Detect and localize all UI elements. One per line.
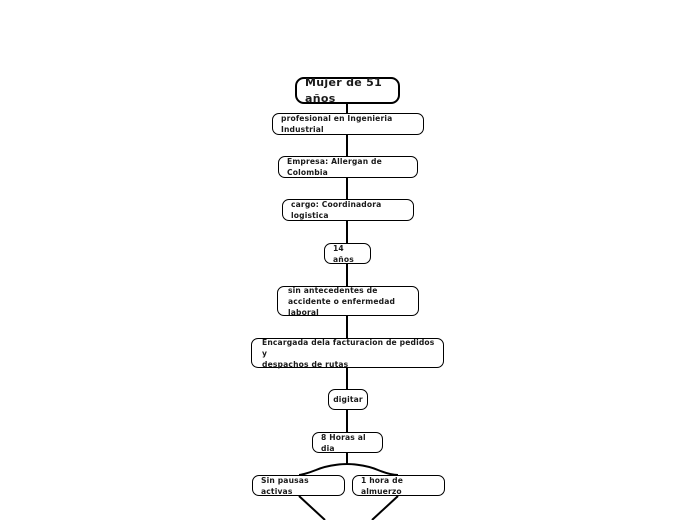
node-horas[interactable]: 8 Horas al dia (312, 432, 383, 453)
node-antecedentes[interactable]: sin antecedentes de accidente o enfermed… (277, 286, 419, 317)
connector-almuerzo-to-below-right (371, 495, 399, 520)
node-encargada[interactable]: Encargada dela facturacion de pedidos y … (251, 338, 444, 369)
connector-horas-to-almuerzo (346, 453, 399, 476)
connector-horas-to-pausas (298, 453, 348, 476)
connector-pausas-to-below-left (298, 495, 326, 520)
node-empresa[interactable]: Empresa: Allergan de Colombia (278, 156, 418, 178)
node-digitar[interactable]: digitar (328, 389, 368, 410)
node-almuerzo[interactable]: 1 hora de almuerzo (352, 475, 445, 496)
node-profesion[interactable]: profesional en Ingenieria Industrial (272, 113, 424, 135)
node-antiguedad[interactable]: 14 años (324, 243, 371, 264)
node-cargo[interactable]: cargo: Coordinadora logistica (282, 199, 414, 221)
node-pausas[interactable]: Sin pausas activas (252, 475, 345, 496)
node-root[interactable]: Mujer de 51 años (295, 76, 400, 105)
